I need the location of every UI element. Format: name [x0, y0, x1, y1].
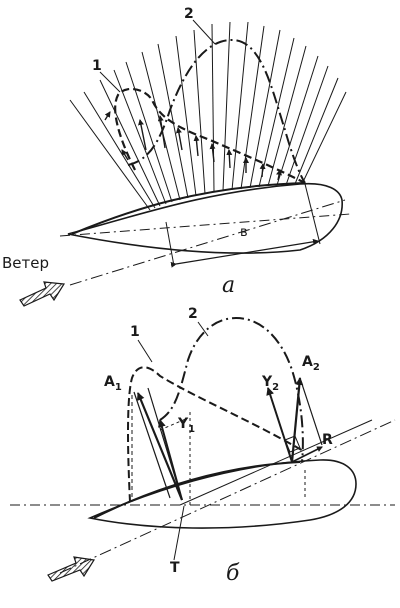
- wind-arrow-icon: [19, 281, 66, 307]
- curve-2-label-a: 2: [184, 6, 194, 22]
- pressure-curve-2-a: [127, 38, 306, 184]
- panel-a-caption: а: [222, 273, 235, 298]
- panel-b-caption: б: [226, 561, 240, 586]
- force-vectors-a1: [133, 387, 191, 505]
- pressure-curve-2-b: [159, 316, 304, 463]
- t-label: T: [170, 560, 180, 576]
- sail-profile-b: [93, 461, 301, 519]
- centerline-a: [59, 213, 351, 237]
- r-label: R: [322, 432, 333, 448]
- a1-label: A1: [104, 374, 122, 393]
- curve-1-label-a: 1: [92, 58, 102, 74]
- sail-profile-a: [71, 182, 306, 235]
- pressure-curve-1-b: [127, 366, 306, 503]
- hull-outline-b: [87, 459, 357, 529]
- curve-1-label-b: 1: [130, 324, 140, 340]
- force-vectors-a2: [266, 377, 323, 500]
- panel-a: в: [2, 6, 351, 307]
- wind-label: Ветер: [2, 254, 49, 272]
- chord-label: в: [240, 225, 248, 240]
- panel-b: 1 2 A1 A2 Y1 Y2 R T б: [10, 306, 396, 586]
- wind-line-a: [69, 199, 346, 286]
- a2-label: A2: [302, 354, 320, 373]
- pressure-curve-1-a: [114, 87, 306, 184]
- y2-label: Y2: [261, 374, 279, 393]
- wind-arrow-b-icon: [47, 556, 95, 582]
- chord-dimension-a: [170, 238, 319, 268]
- pressure-rays-a: [69, 21, 347, 211]
- curve-2-label-b: 2: [188, 306, 198, 322]
- wind-line-b: [59, 419, 396, 574]
- pressure-arrows-a: [104, 111, 282, 181]
- y1-label: Y1: [177, 416, 195, 435]
